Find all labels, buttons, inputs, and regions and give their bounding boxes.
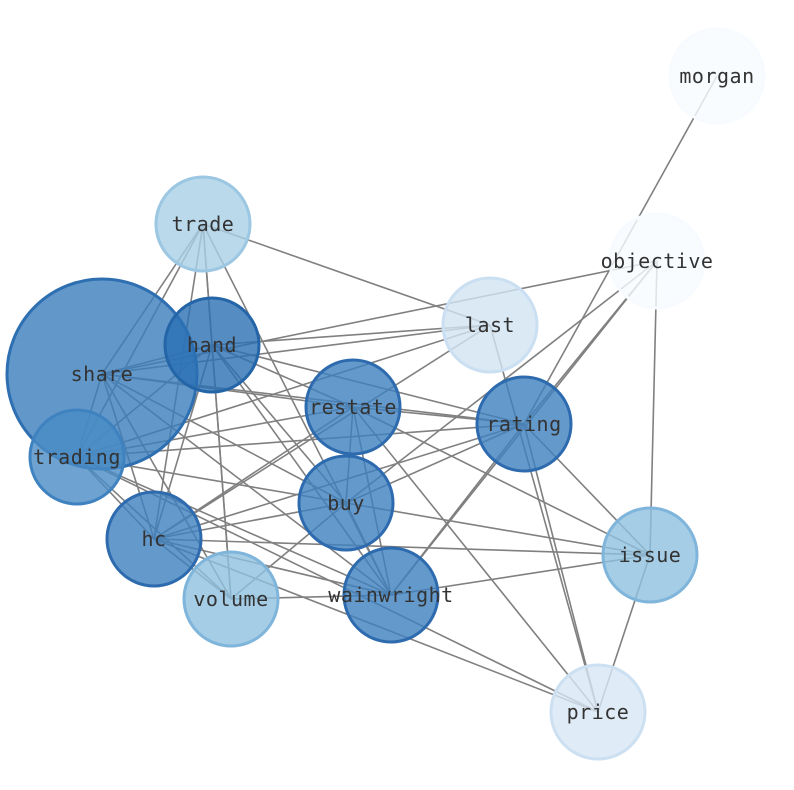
node-morgan: morgan: [668, 27, 766, 125]
node-circle-volume: [182, 550, 280, 648]
node-label-share: share: [71, 362, 134, 386]
node-circle-hc: [105, 490, 203, 588]
node-trade: trade: [154, 175, 252, 273]
node-label-morgan: morgan: [679, 64, 754, 88]
node-circle-objective: [608, 212, 706, 310]
node-hc: hc: [105, 490, 203, 588]
node-restate: restate: [304, 358, 402, 456]
node-circle-restate: [304, 358, 402, 456]
node-circle-trade: [154, 175, 252, 273]
node-label-issue: issue: [619, 543, 682, 567]
node-trading: trading: [28, 408, 126, 506]
node-hand: hand: [163, 296, 261, 394]
node-label-rating: rating: [486, 412, 561, 436]
edge-buy-issue: [345, 502, 651, 556]
node-rating: rating: [475, 375, 573, 473]
node-label-hand: hand: [187, 333, 237, 357]
node-circle-rating: [475, 375, 573, 473]
node-circle-morgan: [668, 27, 766, 125]
node-volume: volume: [182, 550, 280, 648]
node-label-wainwright: wainwright: [328, 583, 453, 607]
edge-trading-wainwright: [76, 456, 392, 596]
node-label-hc: hc: [141, 527, 166, 551]
node-label-last: last: [465, 313, 515, 337]
node-circle-price: [549, 663, 647, 761]
edge-objective-issue: [649, 260, 658, 556]
node-circle-hand: [163, 296, 261, 394]
node-circle-wainwright: [342, 546, 440, 644]
nodes-layer: morgan objective trade last share hand restate…: [5, 27, 766, 761]
node-circle-trading: [28, 408, 126, 506]
edge-hc-issue: [153, 538, 651, 556]
node-label-buy: buy: [327, 491, 365, 515]
node-wainwright: wainwright: [328, 546, 453, 644]
node-last: last: [441, 276, 539, 374]
edge-trade-last: [202, 223, 491, 326]
node-label-volume: volume: [193, 587, 268, 611]
node-price: price: [549, 663, 647, 761]
node-label-restate: restate: [309, 395, 397, 419]
node-circle-issue: [601, 506, 699, 604]
edge-hand-wainwright: [211, 344, 392, 596]
node-label-trading: trading: [33, 445, 121, 469]
node-label-objective: objective: [601, 249, 714, 273]
node-label-price: price: [567, 700, 630, 724]
node-objective: objective: [601, 212, 714, 310]
edge-restate-issue: [352, 406, 651, 556]
node-circle-buy: [297, 454, 395, 552]
node-circle-last: [441, 276, 539, 374]
node-label-trade: trade: [172, 212, 235, 236]
node-buy: buy: [297, 454, 395, 552]
node-issue: issue: [601, 506, 699, 604]
edge-restate-price: [352, 406, 599, 713]
